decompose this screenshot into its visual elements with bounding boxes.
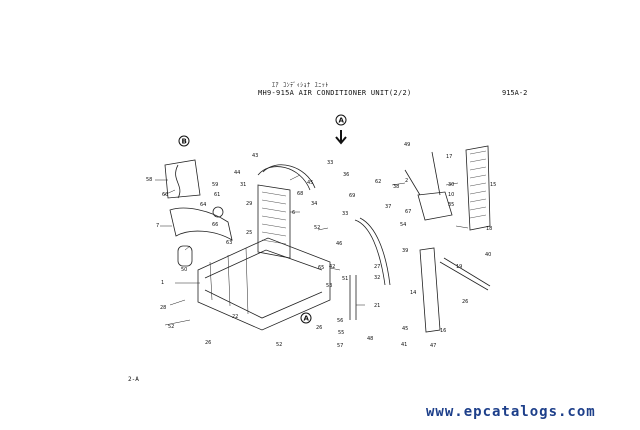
callout-a-top-circle xyxy=(335,114,347,126)
part-number: 56 xyxy=(337,318,343,324)
part-number: 47 xyxy=(430,343,436,349)
part-number: 59 xyxy=(212,182,218,188)
part-number: 60 xyxy=(162,192,168,198)
part-number: 27 xyxy=(374,264,380,270)
part-number: 41 xyxy=(401,342,407,348)
part-number: 19 xyxy=(456,264,462,270)
part-number: 53 xyxy=(326,283,332,289)
part-number: 16 xyxy=(440,328,446,334)
part-number: 15 xyxy=(490,182,496,188)
callout-b-circle xyxy=(178,135,190,147)
part-number: 62 xyxy=(375,179,381,185)
part-number: 14 xyxy=(410,290,416,296)
part-number: 61 xyxy=(214,192,220,198)
part-number: 48 xyxy=(367,336,373,342)
watermark-text: www.epcatalogs.com xyxy=(426,404,596,420)
part-number: 37 xyxy=(385,204,391,210)
lower-case-outline xyxy=(197,237,331,331)
part-number: 38 xyxy=(393,184,399,190)
part-number: 33 xyxy=(327,160,333,166)
part-number: 35 xyxy=(448,202,454,208)
part-number: 7 xyxy=(156,223,159,229)
callout-a-top: A xyxy=(339,117,345,125)
part-number: 10 xyxy=(448,192,454,198)
part-number: 68 xyxy=(297,191,303,197)
part-number: 66 xyxy=(212,222,218,228)
part-number: 34 xyxy=(311,201,317,207)
part-number: 1 xyxy=(161,280,164,286)
part-number: 67 xyxy=(405,209,411,215)
part-number: 30 xyxy=(448,182,454,188)
japanese-title: ｴｱ ｺﾝﾃﾞｨｼｮﾅ ﾕﾆｯﾄ xyxy=(272,82,329,89)
part-number: 21 xyxy=(374,303,380,309)
part-number: 40 xyxy=(485,252,491,258)
part-number: 45 xyxy=(307,180,313,186)
part-number: 63 xyxy=(226,240,232,246)
part-number: 22 xyxy=(232,314,238,320)
part-number: 26 xyxy=(462,299,468,305)
part-number: 18 xyxy=(486,226,492,232)
part-number: 49 xyxy=(404,142,410,148)
part-number: 54 xyxy=(400,222,406,228)
part-number: 51 xyxy=(342,276,348,282)
part-number-labels: 58 60 7 50 1 28 52 26 59 64 61 29 66 25 … xyxy=(146,142,496,349)
callout-a-bottom: A xyxy=(304,315,310,323)
part-number: 29 xyxy=(246,201,252,207)
part-number: 52 xyxy=(314,225,320,231)
part-number: 65 xyxy=(318,265,324,271)
part-number: 6 xyxy=(292,210,295,216)
part-number: 32 xyxy=(374,275,380,281)
part-number: 28 xyxy=(160,305,166,311)
part-number: 52 xyxy=(276,342,282,348)
part-number: 46 xyxy=(336,241,342,247)
part-number: 39 xyxy=(402,248,408,254)
part-number: 58 xyxy=(146,177,152,183)
section-code: 915A-2 xyxy=(502,89,528,97)
part-number: 50 xyxy=(181,267,187,273)
part-number: 17 xyxy=(446,154,452,160)
part-number: 52 xyxy=(168,324,174,330)
part-number: 42 xyxy=(329,264,335,270)
part-number: 26 xyxy=(205,340,211,346)
part-number: 2 xyxy=(405,178,408,184)
page-title: MH9-915A AIR CONDITIONER UNIT(2/2) xyxy=(258,89,412,97)
part-number: 43 xyxy=(252,153,258,159)
part-number: 44 xyxy=(234,170,240,176)
part-number: 36 xyxy=(343,172,349,178)
part-number: 25 xyxy=(246,230,252,236)
part-number: 31 xyxy=(240,182,246,188)
part-number: 69 xyxy=(349,193,355,199)
part-number: 33 xyxy=(342,211,348,217)
callout-b: B xyxy=(182,138,187,146)
direction-arrow xyxy=(335,130,347,145)
part-number: 55 xyxy=(338,330,344,336)
callout-a-bottom-circle xyxy=(300,312,312,324)
part-number: 45 xyxy=(402,326,408,332)
footer-page-code: 2-A xyxy=(128,376,139,383)
part-number: 26 xyxy=(316,325,322,331)
evaporator-core-outline xyxy=(257,184,291,259)
part-number: 57 xyxy=(337,343,343,349)
part-number: 64 xyxy=(200,202,206,208)
